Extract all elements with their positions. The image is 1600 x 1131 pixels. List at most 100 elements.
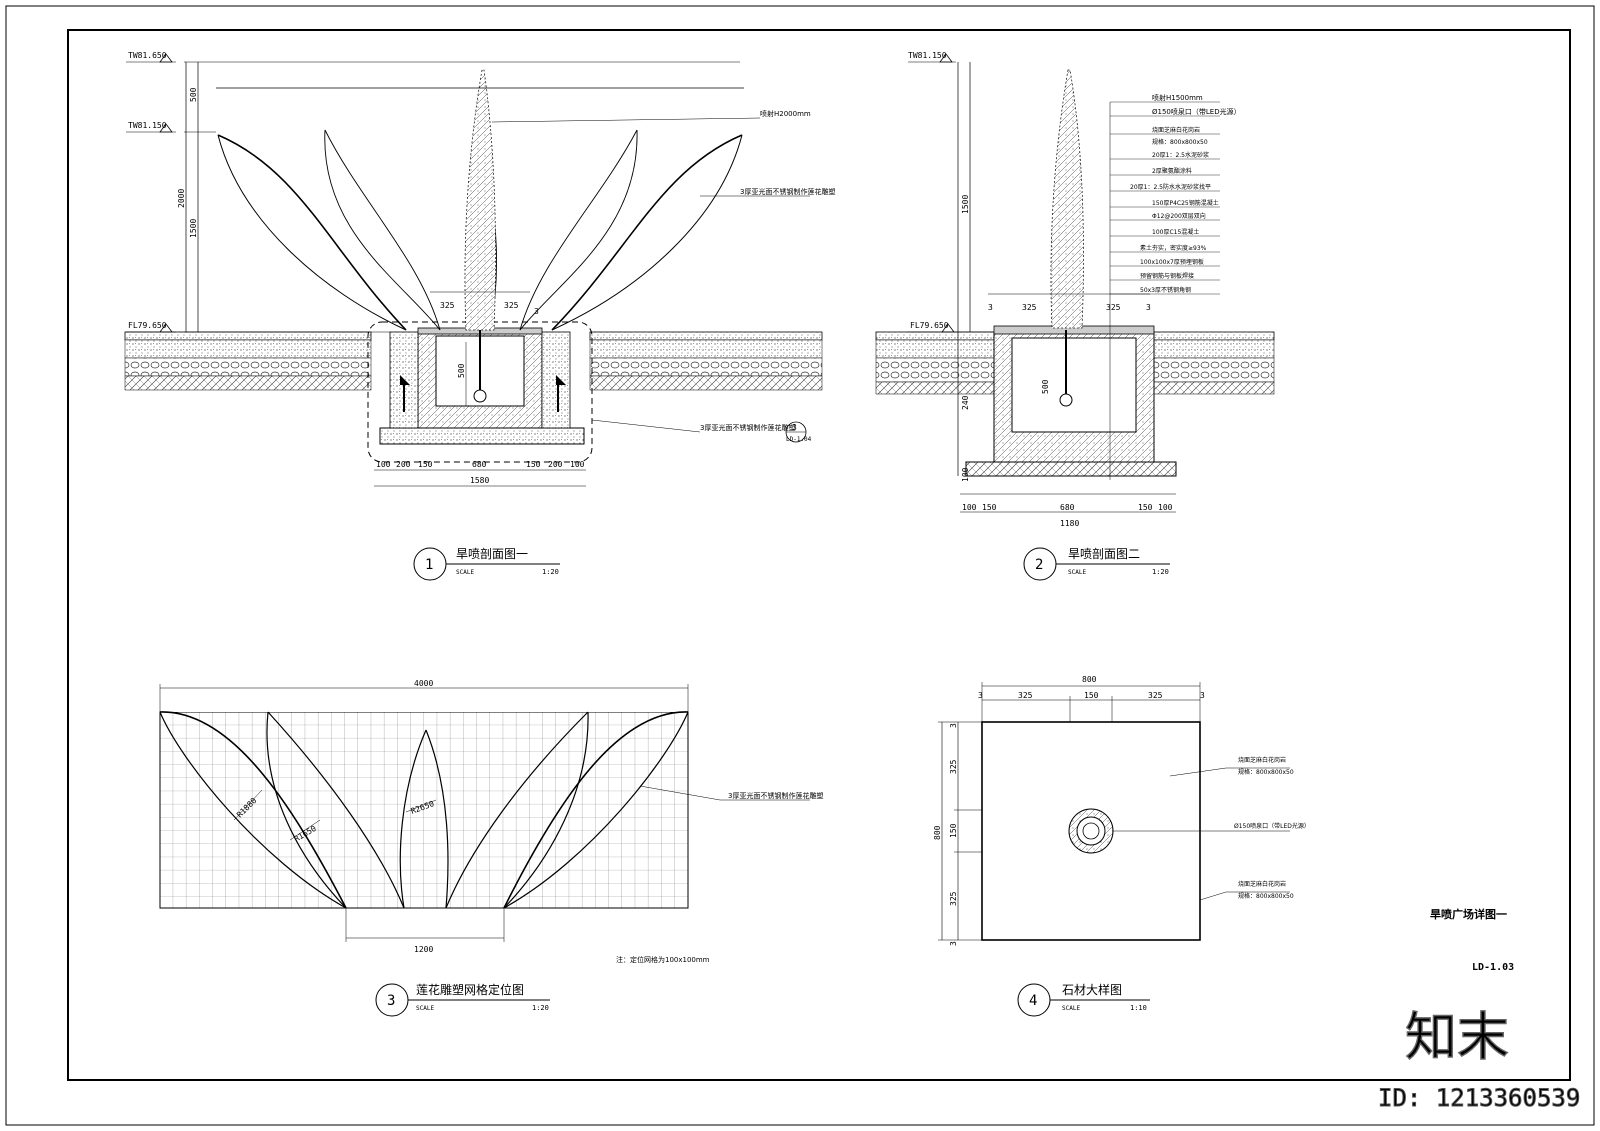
note-text: 3厚亚光面不锈钢制作莲花雕塑 [700,423,795,432]
scale-label: SCALE [416,1005,434,1012]
note-text: 20厚1：2.5防水水泥砂浆找平 [1130,183,1211,191]
note-text: 3厚亚光面不锈钢制作莲花雕塑 [740,187,835,196]
level-label: TW81.150 [908,51,947,60]
dim-label: 1200 [414,945,433,954]
section-view-2: TW81.150 FL79.650 1500 500 240 100 100 1… [875,51,1275,528]
dim-label: 3 [988,303,993,312]
dim-label: 325 [504,301,519,310]
level-label: FL79.650 [128,321,167,330]
dim-label: 325 [1148,691,1163,700]
dim-total: 1580 [470,476,489,485]
dim-label: 3 [1200,691,1205,700]
note-text: 喷射H1500mm [1152,93,1203,102]
dim-label: 325 [949,759,958,774]
dim-label: 100 [1158,503,1173,512]
note-text: Ø150喷泉口（带LED光源） [1234,822,1310,830]
dim-label: 3 [949,941,958,946]
view-title: 莲花雕塑网格定位图 [416,982,524,997]
view-number: 2 [1035,557,1043,573]
watermark-brand: 知末 [1405,1008,1509,1068]
dim-label: 150 [526,460,541,469]
note-text: 规格：800x800x50 [1238,768,1294,776]
sheet-number: LD-1.03 [1472,962,1514,973]
note-text: Φ12@200双层双向 [1152,212,1206,220]
dim-label: 150 [1138,503,1153,512]
dim-label: 100 [962,503,977,512]
dim-total: 800 [933,825,942,840]
scale-value: 1:20 [1152,568,1169,576]
note-text: 规格：800x800x50 [1238,892,1294,900]
scale-value: 1:10 [1130,1004,1147,1012]
note-text: 规格：800x800x50 [1152,138,1208,146]
view-number: 3 [387,993,395,1009]
level-label: TW81.150 [128,121,167,130]
note-text: 素土夯实，密实度≥93% [1140,244,1207,252]
dim-label: 325 [1106,303,1121,312]
dim-label: 325 [1022,303,1037,312]
ref-number: 3 [792,423,797,432]
dim-label: 1500 [961,195,970,214]
dim-label: 325 [440,301,455,310]
note-text: 50x3厚不锈钢角钢 [1140,286,1191,294]
note-text: 烧面芝麻白花岗岩 [1238,880,1286,888]
grid-plan-view: 4000 1200 R1880 R1650 R2650 3厚亚光面不锈钢制作莲花… [159,679,823,964]
dim-label: 240 [961,395,970,410]
dim-label: 680 [1060,503,1075,512]
dim-label: 3 [949,723,958,728]
view-title: 旱喷剖面图一 [456,547,528,561]
scale-label: SCALE [1062,1005,1080,1012]
note-text: 2厚聚氨酯涂料 [1152,167,1192,175]
dim-label: 200 [548,460,563,469]
view-number: 4 [1029,993,1037,1009]
view-title: 旱喷剖面图二 [1068,547,1140,561]
scale-value: 1:20 [532,1004,549,1012]
dim-label: 500 [457,363,466,378]
dim-total: 800 [1082,675,1097,684]
view-title-2: 2 旱喷剖面图二 SCALE 1:20 [1023,547,1170,581]
dim-label: 500 [189,87,198,102]
level-label: FL79.650 [910,321,949,330]
outer-border [5,5,1595,1126]
dim-label: 500 [1041,379,1050,394]
dim-label: 325 [949,891,958,906]
dim-label: 150 [1084,691,1099,700]
note-text: 20厚1：2.5水泥砂浆 [1152,151,1209,159]
dim-label: 325 [1018,691,1033,700]
grid-note: 注：定位网格为100x100mm [616,955,710,964]
note-text: 150厚P4C25钢筋混凝土 [1152,199,1219,207]
dim-label: 3 [534,307,539,316]
scale-label: SCALE [1068,569,1086,576]
dim-label: 2000 [177,189,186,208]
dim-label: 150 [982,503,997,512]
ref-sheet: LD-1.04 [786,436,812,443]
dim-label: 200 [396,460,411,469]
dim-label: 1500 [189,219,198,238]
dim-label: 100 [376,460,391,469]
scale-label: SCALE [456,569,474,576]
dim-label: 4000 [414,679,433,688]
dim-label: 150 [418,460,433,469]
stone-detail-view: 800 3 325 150 325 3 800 3 325 150 325 3 … [933,675,1310,946]
watermark-id: ID: 1213360539 [1378,1084,1580,1112]
note-text: 3厚亚光面不锈钢制作莲花雕塑 [728,791,823,800]
dim-total: 1180 [1060,519,1079,528]
note-text: 预留钢筋与钢板焊接 [1140,272,1194,280]
note-text: 喷射H2000mm [760,109,811,118]
note-text: 烧面芝麻白花岗岩 [1238,756,1286,764]
dim-label: 680 [472,460,487,469]
view-title-1: 1 旱喷剖面图一 SCALE 1:20 [413,547,560,581]
view-title: 石材大样图 [1062,982,1122,997]
dim-label: 100 [570,460,585,469]
note-text: Ø150喷泉口（带LED光源） [1152,107,1241,116]
scale-value: 1:20 [542,568,559,576]
note-text: 100厚C15混凝土 [1152,228,1199,236]
inner-border [67,29,1571,1081]
dim-label: 3 [978,691,983,700]
dim-label: 100 [961,467,970,482]
view-title-3: 3 莲花雕塑网格定位图 SCALE 1:20 [375,982,550,1017]
sheet-title: 旱喷广场详图一 [1430,907,1507,921]
note-text: 100x100x7厚预埋钢板 [1140,258,1204,266]
note-text: 烧面芝麻白花岗岩 [1152,126,1200,134]
view-number: 1 [425,557,433,573]
